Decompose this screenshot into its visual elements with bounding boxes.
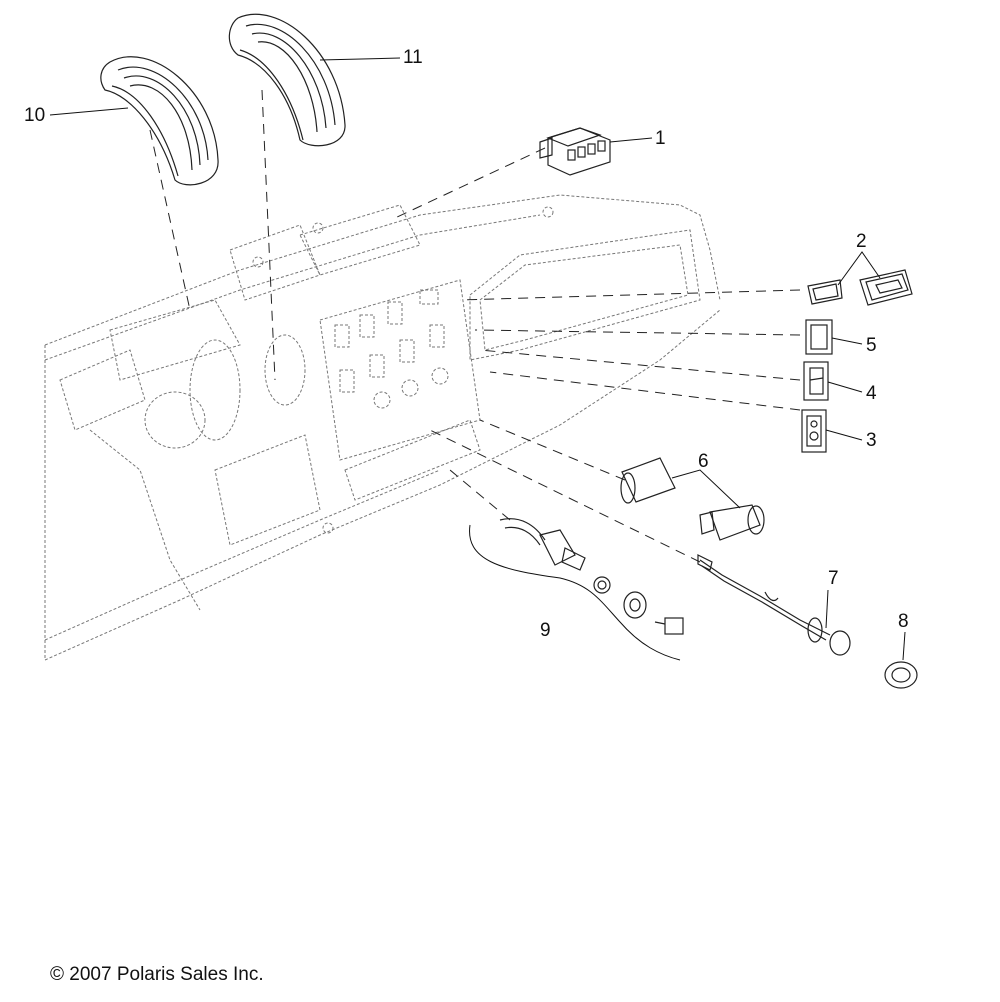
callout-10: 10 [24,105,45,126]
part-8-grommet [884,661,918,689]
part-5-plate [805,319,833,355]
part-10-grab-handle [100,56,219,186]
callout-11: 11 [403,47,423,68]
assembly-lines [149,89,801,563]
callout-3: 3 [866,430,877,451]
callout-9: 9 [540,620,551,641]
callout-8: 8 [898,611,909,632]
part-4-rocker-switch [803,361,829,401]
copyright-notice: © 2007 Polaris Sales Inc. [50,964,264,985]
callout-6: 6 [698,451,709,472]
part-2-switch-bezel [807,269,913,306]
callout-2: 2 [856,231,867,252]
callout-1: 1 [655,128,666,149]
part-7-cable [697,554,851,656]
dashboard-outline [44,194,721,661]
part-1-connector [539,127,611,176]
callout-leaders [49,57,906,661]
part-3-rocker-switch [801,409,827,453]
callout-7: 7 [828,568,839,589]
part-6-power-outlet [620,457,765,541]
callout-5: 5 [866,335,877,356]
part-11-grab-handle [228,13,346,147]
part-9-key-switch [469,518,684,661]
callout-4: 4 [866,383,877,404]
